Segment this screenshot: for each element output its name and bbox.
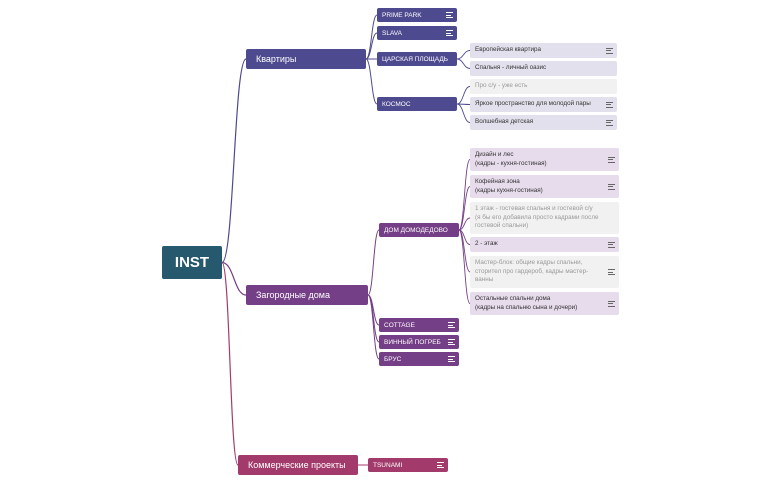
topic-царская-площадь[interactable]: ЦАРСКАЯ ПЛОЩАДЬ <box>377 52 457 66</box>
note-icon <box>446 30 453 36</box>
connector-line <box>367 229 380 296</box>
note-icon <box>448 356 455 362</box>
subtopic-node[interactable]: 2 - этаж <box>470 237 619 252</box>
topic-label: КОСМОС <box>382 100 411 108</box>
connector-line <box>365 58 378 105</box>
note-icon <box>448 339 455 345</box>
connector-line <box>456 103 471 123</box>
connector-line <box>458 159 471 231</box>
topic-label: БРУС <box>384 355 402 363</box>
branch-node-1[interactable]: Загородные дома <box>246 285 368 305</box>
topic-космос[interactable]: КОСМОС <box>377 97 457 111</box>
topic-дом-домодедово[interactable]: ДОМ ДОМОДЕДОВО <box>379 223 459 237</box>
note-icon <box>437 462 444 468</box>
subtopic-label: Волшебная детская <box>475 118 534 126</box>
connector-line <box>221 261 239 466</box>
connector-line <box>458 186 471 231</box>
connector-line <box>367 294 380 360</box>
subtopic-node[interactable]: Кофейная зона (кадры кухня-гостиная) <box>470 175 619 198</box>
connector-line <box>365 32 378 60</box>
subtopic-label: Спальня - личный оазис <box>475 64 547 72</box>
root-node[interactable]: INST <box>162 246 222 279</box>
connector-line <box>221 58 247 264</box>
note-icon <box>446 12 453 18</box>
connector-line <box>365 14 378 60</box>
connector-line <box>456 58 471 69</box>
connector-line <box>456 50 471 60</box>
subtopic-node[interactable]: Волшебная детская <box>470 115 617 130</box>
note-icon <box>608 183 615 190</box>
subtopic-label: 2 - этаж <box>475 240 498 248</box>
subtopic-node[interactable]: Про с/у - уже есть <box>470 79 617 94</box>
subtopic-label: Про с/у - уже есть <box>475 82 528 90</box>
subtopic-node[interactable]: Яркое пространство для молодой пары <box>470 97 617 112</box>
topic-tsunami[interactable]: TSUNAMI <box>368 458 448 472</box>
topic-label: TSUNAMI <box>373 461 403 469</box>
connector-line <box>367 294 380 343</box>
topic-брус[interactable]: БРУС <box>379 352 459 366</box>
subtopic-node[interactable]: Дизайн и лес (кадры - кухня-гостиная) <box>470 148 619 171</box>
branch-node-0[interactable]: Квартиры <box>246 49 366 69</box>
topic-винный-погреб[interactable]: ВИННЫЙ ПОГРЕБ <box>379 335 459 349</box>
note-icon <box>608 269 615 275</box>
subtopic-label: Дизайн и лес (кадры - кухня-гостиная) <box>475 151 547 167</box>
connector-line <box>456 86 471 105</box>
topic-label: COTTAGE <box>384 321 415 329</box>
topic-label: ДОМ ДОМОДЕДОВО <box>384 226 448 234</box>
topic-label: SLAVA <box>382 29 402 37</box>
topic-cottage[interactable]: COTTAGE <box>379 318 459 332</box>
topic-slava[interactable]: SLAVA <box>377 26 457 40</box>
subtopic-label: 1 этаж - гостевая спальня и гостевой с/у… <box>475 205 599 230</box>
subtopic-node[interactable]: Мастер-блок: общие кадры спальни, сторит… <box>470 256 619 288</box>
connector-line <box>458 217 471 231</box>
note-icon <box>608 241 615 248</box>
topic-label: ЦАРСКАЯ ПЛОЩАДЬ <box>382 55 449 63</box>
note-icon <box>606 119 613 126</box>
note-icon <box>606 47 613 54</box>
topic-label: ВИННЫЙ ПОГРЕБ <box>384 338 441 346</box>
note-icon <box>608 300 615 307</box>
subtopic-label: Кофейная зона (кадры кухня-гостиная) <box>475 178 543 194</box>
subtopic-label: Остальные спальни дома (кадры на спальню… <box>475 295 578 311</box>
subtopic-label: Европейская квартира <box>475 46 541 54</box>
note-icon <box>608 156 615 163</box>
subtopic-node[interactable]: Остальные спальни дома (кадры на спальню… <box>470 292 619 315</box>
subtopic-label: Мастер-блок: общие кадры спальни, сторит… <box>475 259 589 284</box>
subtopic-label: Яркое пространство для молодой пары <box>475 100 591 108</box>
topic-prime-park[interactable]: PRIME PARK <box>377 8 457 22</box>
note-icon <box>448 322 455 328</box>
note-icon <box>606 101 613 108</box>
connector-line <box>458 229 471 304</box>
subtopic-node[interactable]: 1 этаж - гостевая спальня и гостевой с/у… <box>470 202 619 234</box>
connector-line <box>221 261 247 296</box>
subtopic-node[interactable]: Спальня - личный оазис <box>470 61 617 76</box>
subtopic-node[interactable]: Европейская квартира <box>470 43 617 58</box>
branch-node-2[interactable]: Коммерческие проекты <box>238 455 358 475</box>
topic-label: PRIME PARK <box>382 11 422 19</box>
